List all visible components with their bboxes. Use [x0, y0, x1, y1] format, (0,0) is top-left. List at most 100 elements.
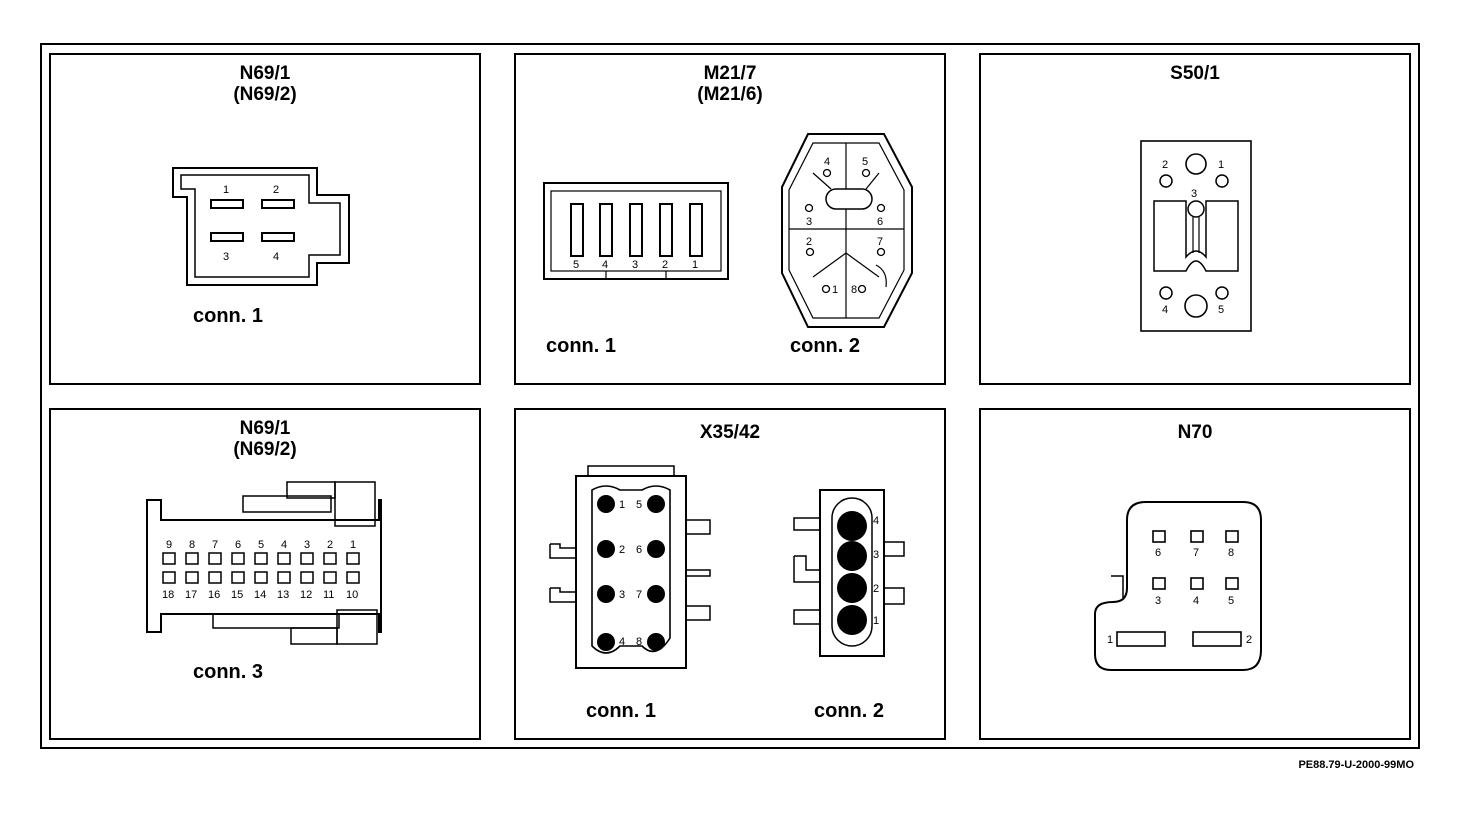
pin-label: 4: [1193, 595, 1199, 607]
connector-n69-conn1: 1 2 3 4: [172, 167, 350, 286]
pin-socket: [162, 571, 176, 584]
pin-label: 1: [1218, 159, 1224, 171]
pin-label: 2: [273, 184, 279, 196]
pin-label: 8: [851, 284, 857, 296]
pin-label: 17: [185, 589, 197, 601]
panel-subtitle: (N69/2): [233, 439, 297, 460]
pin-label: 6: [636, 544, 642, 556]
pin-label: 6: [235, 539, 241, 551]
panel-n69-conn1: N69/1 (N69/2) 1 2 3 4 conn. 1: [49, 53, 481, 385]
pin-label: 4: [873, 515, 879, 527]
panel-x35: X35/42 1 5 2 6 3 7 4 8: [514, 408, 946, 740]
connector-s50: 2 1 3 4 5: [1140, 140, 1252, 332]
connector-m21-conn1: 5 4 3 2 1: [543, 182, 729, 280]
pin-label: 1: [223, 184, 229, 196]
pin-socket: [277, 552, 291, 565]
connector-x35-conn2: 4 3 2 1: [793, 489, 905, 657]
panel-m21: M21/7 (M21/6) 5 4 3 2 1 4: [514, 53, 946, 385]
pin-socket: [300, 571, 314, 584]
pin-label: 13: [277, 589, 289, 601]
pin-socket: [346, 552, 360, 565]
pin-label: 6: [1155, 547, 1161, 559]
pin-label: 8: [1228, 547, 1234, 559]
pin-label: 1: [350, 539, 356, 551]
pin-label: 3: [806, 216, 812, 228]
connector-m21-conn2: 4 5 3 6 2 7 1 8: [781, 133, 913, 328]
pin-socket: [231, 552, 245, 565]
pin-label: 1: [692, 259, 698, 271]
pin-label: 2: [1246, 634, 1252, 646]
pin-socket: [323, 571, 337, 584]
pin-label: 8: [636, 636, 642, 648]
pin-label: 9: [166, 539, 172, 551]
panel-title: N69/1: [239, 63, 291, 84]
pin-socket: [346, 571, 360, 584]
pin-label: 3: [632, 259, 638, 271]
pin-label: 1: [832, 284, 838, 296]
panel-n69-conn3: N69/1 (N69/2) 9 8 7 6 5 4 3 2 1 18 17 16…: [49, 408, 481, 740]
pin-label: 5: [258, 539, 264, 551]
pin-label: 3: [1191, 188, 1197, 200]
connector-label: conn. 3: [193, 661, 264, 683]
pin-socket: [162, 552, 176, 565]
pin-label: 8: [189, 539, 195, 551]
pin-label: 4: [1162, 304, 1168, 316]
pin-label: 2: [619, 544, 625, 556]
pin-socket: [254, 552, 268, 565]
panel-subtitle: (M21/6): [697, 84, 763, 105]
pin-label: 12: [300, 589, 312, 601]
connector-label: conn. 1: [193, 305, 264, 327]
pin-label: 6: [877, 216, 883, 228]
pin-socket: [185, 552, 199, 565]
document-code: PE88.79-U-2000-99MO: [1298, 759, 1414, 771]
pin-label: 3: [304, 539, 310, 551]
pin-grid: [162, 552, 360, 584]
diagram-frame: [40, 43, 1420, 749]
pin-label: 3: [619, 589, 625, 601]
connector-n69-conn3: 9 8 7 6 5 4 3 2 1 18 17 16 15 14 13 12 1…: [146, 481, 382, 645]
pin-label: 1: [873, 615, 879, 627]
panel-title: X35/42: [699, 422, 761, 443]
pin-label: 18: [162, 589, 174, 601]
pin-socket: [185, 571, 199, 584]
pin-label: 2: [873, 583, 879, 595]
pin-socket: [208, 571, 222, 584]
connector-n70: 6 7 8 3 4 5 1 2: [1094, 501, 1262, 671]
panel-subtitle: (N69/2): [233, 84, 297, 105]
pin-label: 7: [636, 589, 642, 601]
pin-label: 4: [281, 539, 287, 551]
pin-label: 4: [619, 636, 625, 648]
pin-label: 16: [208, 589, 220, 601]
pin-socket: [231, 571, 245, 584]
pin-label: 3: [1155, 595, 1161, 607]
pin-label: 5: [862, 156, 868, 168]
pin-label: 15: [231, 589, 243, 601]
panel-title: N70: [1177, 422, 1213, 443]
pin-label: 2: [1162, 159, 1168, 171]
pin-label: 3: [873, 549, 879, 561]
pin-label: 7: [877, 236, 883, 248]
pin-label: 5: [636, 499, 642, 511]
pin-label: 11: [323, 589, 334, 601]
pin-label: 2: [806, 236, 812, 248]
panel-s50: S50/1 2 1 3 4 5: [979, 53, 1411, 385]
pin-socket: [254, 571, 268, 584]
pin-label: 4: [824, 156, 830, 168]
connector-label: conn. 2: [814, 700, 885, 722]
pin-label: 1: [1107, 634, 1113, 646]
pin-label: 4: [273, 251, 279, 263]
pin-label: 7: [1193, 547, 1199, 559]
pin-socket: [323, 552, 337, 565]
pin-label: 3: [223, 251, 229, 263]
pin-label: 5: [573, 259, 579, 271]
pin-label: 4: [602, 259, 608, 271]
panel-n70: N70 6 7 8 3 4 5 1 2: [979, 408, 1411, 740]
connector-label: conn. 1: [546, 335, 617, 357]
pin-label: 5: [1228, 595, 1234, 607]
pin-label: 14: [254, 589, 266, 601]
pin-label: 5: [1218, 304, 1224, 316]
pin-socket: [277, 571, 291, 584]
pin-socket: [300, 552, 314, 565]
pin-label: 1: [619, 499, 625, 511]
panel-title: N69/1: [239, 418, 291, 439]
